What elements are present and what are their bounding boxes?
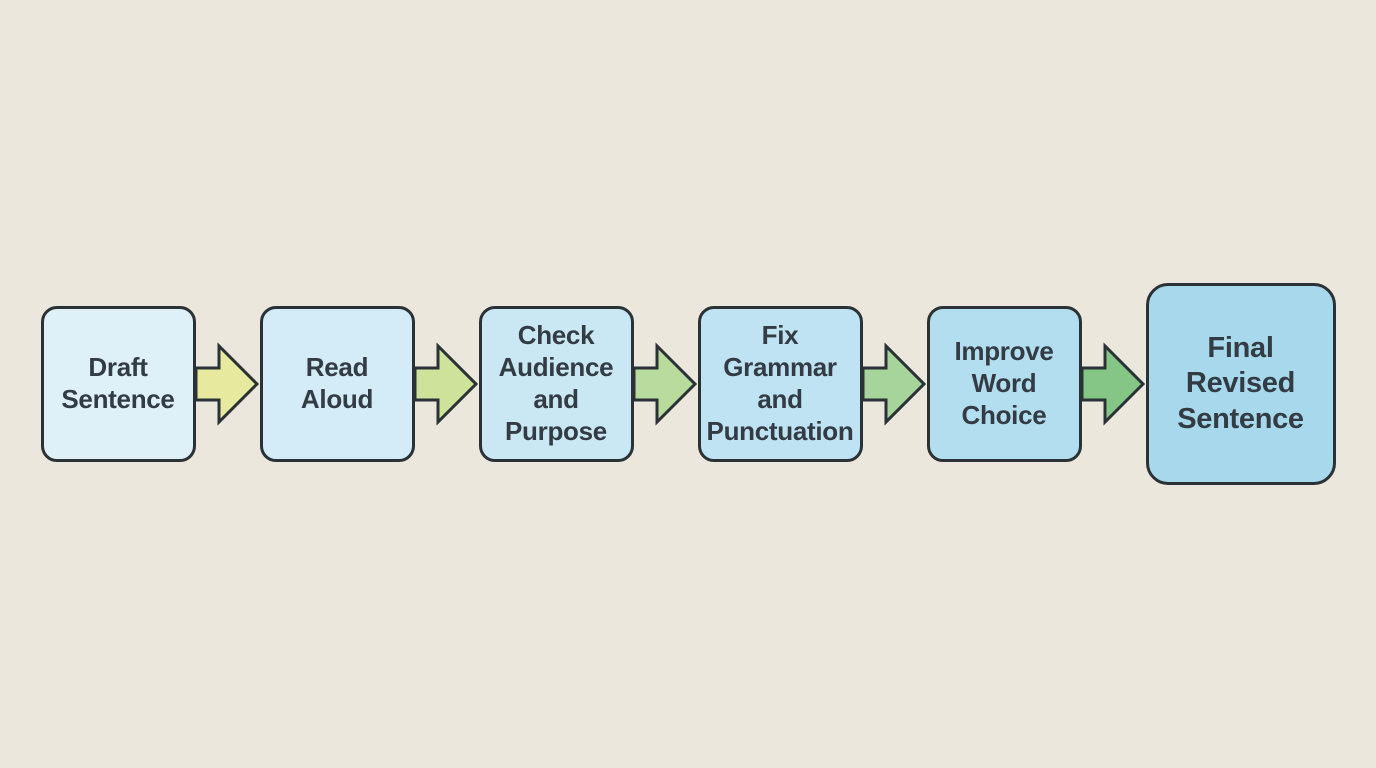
step-label: Check Audience and Purpose [498,320,614,446]
step-check-audience-purpose: Check Audience and Purpose [478,306,634,462]
step-fix-grammar-punctuation: Fix Grammar and Punctuation [697,306,863,462]
step-label: Draft Sentence [61,352,175,414]
step-label: Final Revised Sentence [1177,331,1304,435]
step-improve-word-choice: Improve Word Choice [926,306,1082,462]
arrow-right-icon [414,342,478,426]
arrow-right-icon [633,342,697,426]
step-final-revised-sentence: Final Revised Sentence [1145,283,1336,485]
arrow-right-icon [1081,342,1145,426]
step-label: Improve Word Choice [954,336,1054,430]
revision-flowchart: Draft Sentence Read Aloud Check Audience… [40,283,1336,485]
arrow-right-icon [195,342,259,426]
step-label: Fix Grammar and Punctuation [706,320,854,446]
step-label: Read Aloud [300,352,374,414]
step-read-aloud: Read Aloud [259,306,415,462]
arrow-right-icon [862,342,926,426]
step-draft-sentence: Draft Sentence [40,306,196,462]
